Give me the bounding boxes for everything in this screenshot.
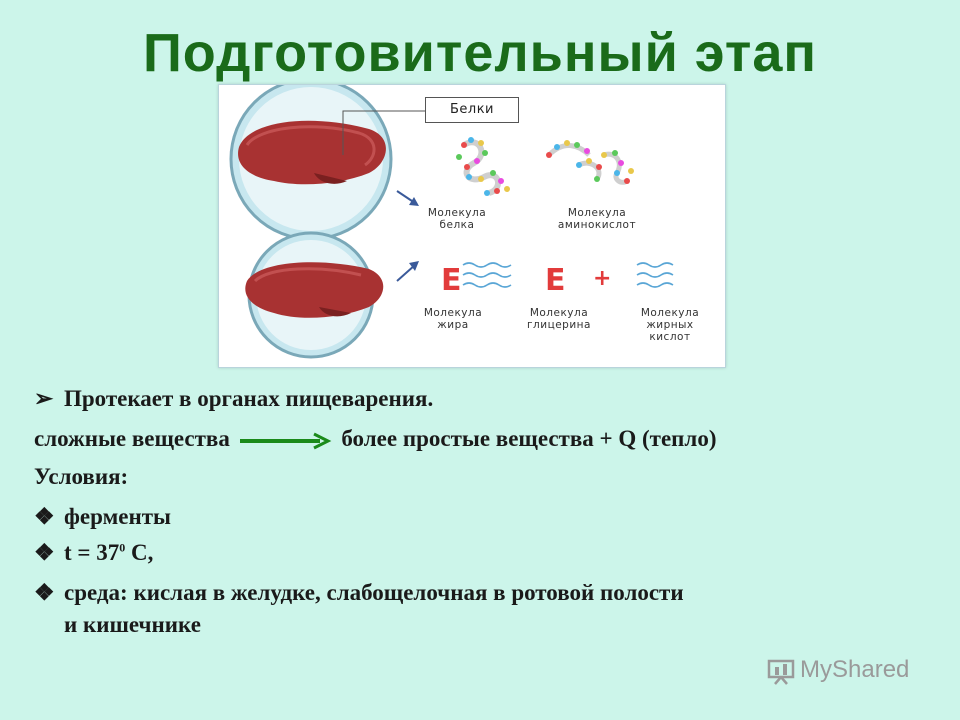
bullet-text: ферменты [64, 504, 171, 529]
label-fatty-acid-molecule: Молекула жирных кислот [621, 307, 719, 343]
arrow-bullet-icon: ➢ [34, 386, 54, 411]
figure-graphics: E E + [229, 85, 674, 359]
meat-circle-bottom [245, 231, 384, 359]
callout-proteins: Белки [425, 97, 519, 123]
complex-substances: сложные вещества [34, 426, 230, 451]
label-line: белка [439, 219, 475, 231]
bullet-line-1: ➢ Протекает в органах пищеварения. [34, 386, 433, 412]
reaction-line: сложные вещества более простые вещества … [34, 426, 716, 452]
label-fat-molecule: Молекула жира [405, 307, 501, 331]
glycerol-graphic: E [545, 263, 566, 298]
watermark: MyShared [766, 656, 909, 685]
diamond-bullet-icon: ❖ [34, 580, 55, 605]
label-line: кислот [649, 331, 691, 343]
green-arrow-icon [239, 432, 331, 450]
condition-environment-cont: и кишечнике [64, 612, 201, 637]
arrow-top [396, 190, 419, 206]
bullet-text: Протекает в органах пищеварения. [64, 386, 434, 411]
label-glycerol-molecule: Молекула глицерина [509, 307, 609, 331]
label-amino-molecule: Молекула аминокислот [541, 207, 653, 231]
label-line: аминокислот [557, 219, 637, 231]
label-line: Молекула [427, 207, 487, 219]
watermark-text: MyShared [800, 656, 910, 683]
label-protein-molecule: Молекула белка [415, 207, 499, 231]
label-line: Молекула [423, 307, 483, 319]
amino-acids-graphic [546, 140, 634, 185]
diamond-bullet-icon: ❖ [34, 504, 55, 529]
simple-substances: более простые вещества + Q (тепло) [341, 426, 717, 451]
protein-molecule-graphic [456, 137, 510, 196]
slide-title: Подготовительный этап [142, 23, 817, 83]
projector-icon [767, 659, 795, 685]
fat-molecule-graphic: E [441, 262, 512, 298]
digestion-figure: E E + Белки Молекула белка Молекула амин… [218, 84, 726, 368]
fatty-acids-graphic [636, 262, 674, 288]
temp-unit: С, [125, 540, 154, 565]
label-line: Молекула [640, 307, 700, 319]
label-line: глицерина [527, 319, 591, 331]
conditions-heading: Условия: [34, 464, 129, 489]
condition-environment: ❖ среда: кислая в желудке, слабощелочная … [34, 580, 684, 606]
bullet-text: среда: кислая в желудке, слабощелочная в… [64, 580, 684, 605]
label-line: жирных [646, 319, 694, 331]
label-line: Молекула [529, 307, 589, 319]
label-line: Молекула [567, 207, 627, 219]
label-line: жира [437, 319, 469, 331]
condition-enzymes: ❖ ферменты [34, 504, 171, 530]
plus-sign: + [593, 266, 611, 291]
arrow-bottom [396, 261, 419, 282]
condition-temperature: ❖ t = 370 С, [34, 540, 153, 566]
svg-text:E: E [545, 263, 566, 298]
temp-text: t = 37 [64, 540, 120, 565]
diamond-bullet-icon: ❖ [34, 540, 55, 565]
meat-circle-top [229, 85, 393, 241]
svg-text:E: E [441, 263, 462, 298]
temp-superscript: 0 [119, 540, 126, 555]
